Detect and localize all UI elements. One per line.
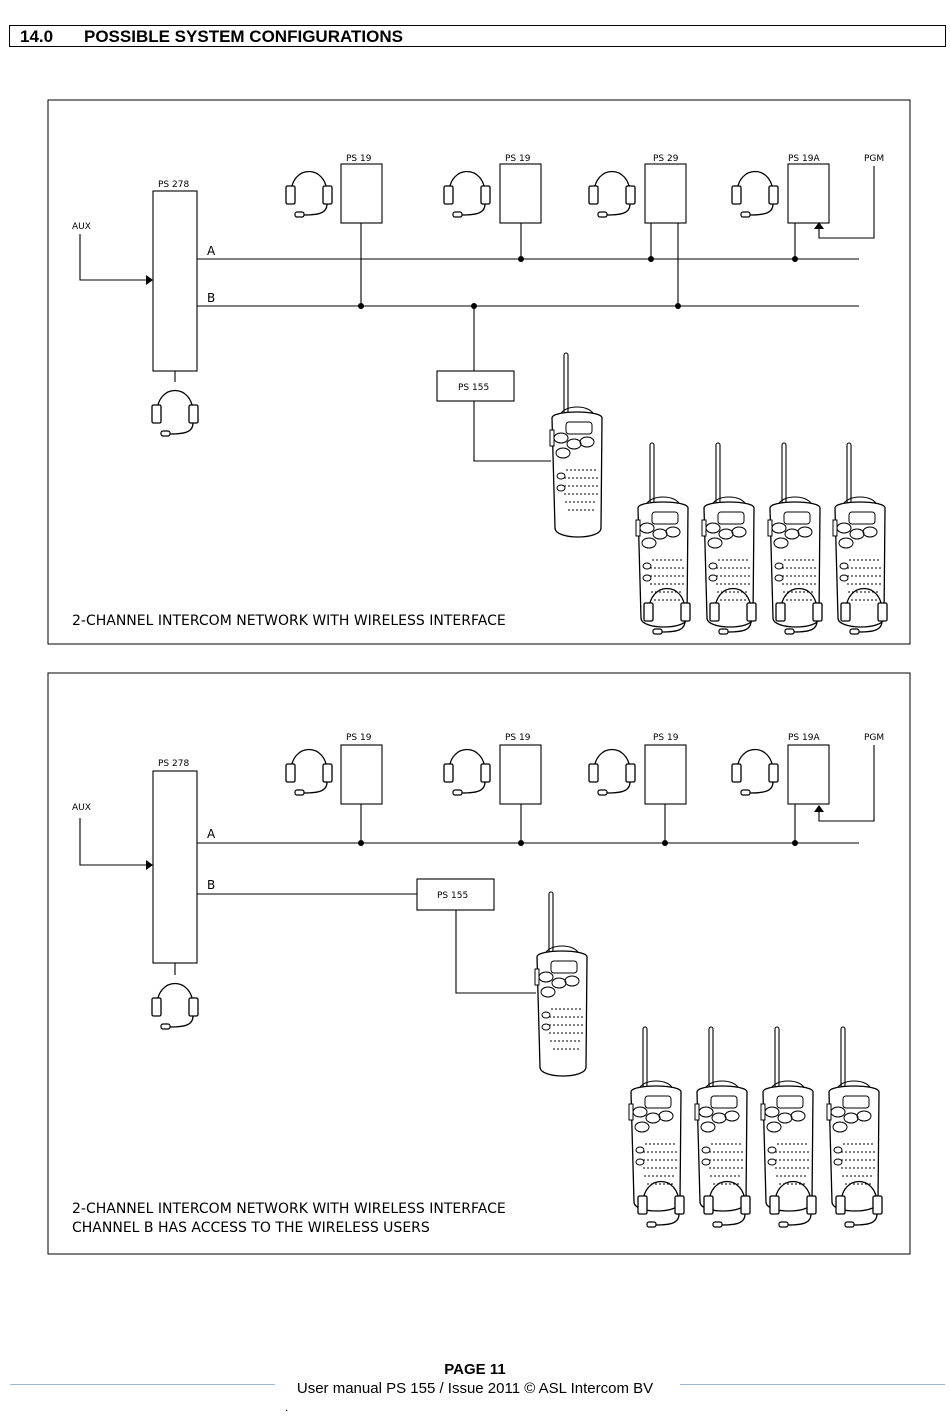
station-label-3: PS 19 [653, 733, 679, 743]
channel-a-label: A [207, 827, 216, 841]
headset-icon [443, 748, 491, 796]
footer-text: User manual PS 155 / Issue 2011 © ASL In… [296, 1380, 654, 1397]
station-label-1: PS 19 [346, 733, 372, 743]
channel-b-label: B [207, 878, 215, 892]
pgm-label: PGM [864, 154, 884, 164]
pgm-label: PGM [864, 733, 884, 743]
headset-icon [588, 748, 636, 796]
ps155-label: PS 155 [437, 891, 468, 901]
section-number: 14.0 [20, 27, 54, 46]
master-label: PS 278 [158, 180, 189, 190]
aux-label: AUX [72, 222, 91, 232]
headset-icon [151, 982, 199, 1030]
station-label-2: PS 19 [505, 733, 531, 743]
radio-icon [826, 1026, 880, 1212]
diagram-2: PS 278 AUX A B PS 19 PS 19 PS 19 PS 19A … [47, 672, 911, 1255]
radio-icon [534, 891, 588, 1077]
radio-icon [767, 442, 821, 628]
footer-rule-left [10, 1384, 275, 1385]
diagram-caption-line-1: 2-CHANNEL INTERCOM NETWORK WITH WIRELESS… [72, 1201, 506, 1217]
radio-icon [760, 1026, 814, 1212]
master-label: PS 278 [158, 759, 189, 769]
page-number: PAGE 11 [444, 1361, 506, 1378]
channel-a-label: A [207, 244, 216, 258]
station-label-3: PS 29 [653, 154, 679, 164]
station-label-4: PS 19A [788, 154, 820, 164]
headset-icon [285, 170, 333, 218]
section-heading: 14.0 POSSIBLE SYSTEM CONFIGURATIONS [9, 25, 946, 47]
section-title: POSSIBLE SYSTEM CONFIGURATIONS [84, 27, 403, 46]
station-label-1: PS 19 [346, 154, 372, 164]
station-label-2: PS 19 [505, 154, 531, 164]
diagram-caption: 2-CHANNEL INTERCOM NETWORK WITH WIRELESS… [72, 613, 506, 629]
channel-b-label: B [207, 291, 215, 305]
ps155-label: PS 155 [458, 383, 489, 393]
diagram-1: PS 278 AUX A B PS 19 PS 19 PS 29 PS 19A [47, 99, 911, 645]
headset-icon [151, 389, 199, 437]
radio-icon [549, 352, 603, 538]
diagram-caption-line-2: CHANNEL B HAS ACCESS TO THE WIRELESS USE… [72, 1220, 430, 1236]
headset-icon [588, 170, 636, 218]
headset-icon [443, 170, 491, 218]
radio-icon [628, 1026, 682, 1212]
headset-icon [731, 748, 779, 796]
radio-icon [635, 442, 689, 628]
radio-icon [701, 442, 755, 628]
footer-dot: . [285, 1400, 289, 1414]
footer-rule-right [680, 1384, 945, 1385]
radio-icon [832, 442, 886, 628]
station-label-4: PS 19A [788, 733, 820, 743]
aux-label: AUX [72, 803, 91, 813]
headset-icon [285, 748, 333, 796]
headset-icon [731, 170, 779, 218]
radio-icon [694, 1026, 748, 1212]
